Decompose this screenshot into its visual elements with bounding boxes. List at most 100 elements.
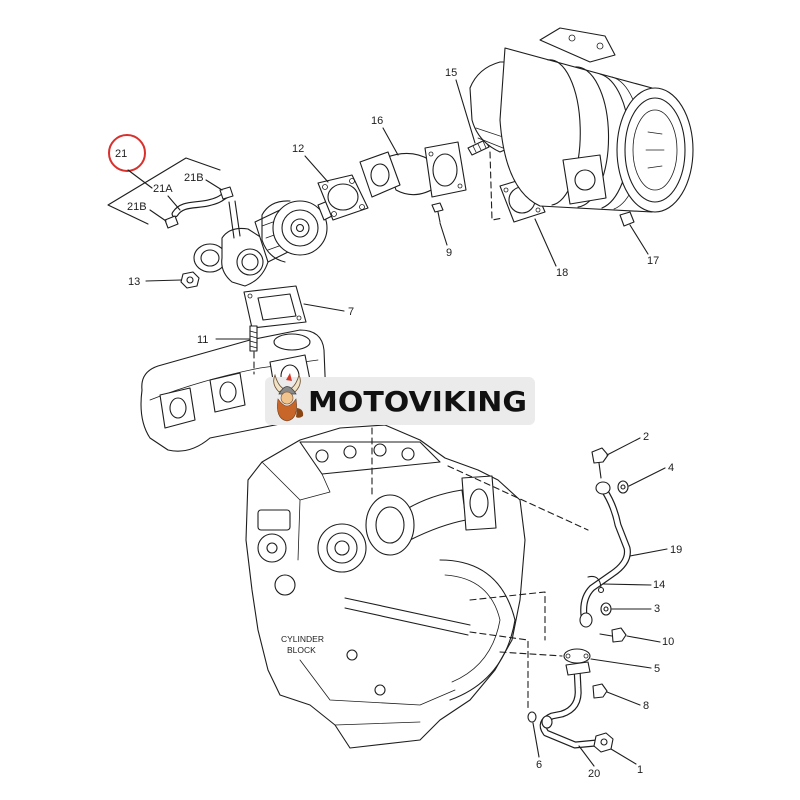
- front-gear-housing: [439, 559, 516, 701]
- callout-9: 9: [439, 222, 452, 259]
- exhaust-canister: [469, 27, 694, 213]
- block-exhaust-flange-bore: [469, 488, 489, 518]
- block-plug: [374, 684, 386, 696]
- callout-21b-upper-leader: [205, 179, 223, 191]
- fitting-1-bore: [600, 738, 608, 746]
- viking-beard-body: [277, 398, 297, 422]
- callout-1-label: 1: [637, 764, 643, 776]
- gasket-12-outline: [317, 174, 369, 221]
- callout-21-label: 21: [115, 148, 127, 160]
- viking-horn-left: [273, 373, 285, 393]
- washer-3-inner: [603, 606, 609, 612]
- watermark-background: [265, 377, 535, 425]
- bolt-8: [592, 683, 608, 699]
- gasket-12-hole: [331, 211, 337, 217]
- canister-side-flange: [562, 154, 607, 205]
- turbine-outlet-bore: [241, 253, 259, 271]
- gasket-12: [317, 174, 369, 221]
- callout-21: 21: [108, 134, 153, 189]
- viking-mascot-icon: [273, 373, 304, 422]
- callout-5-leader: [590, 658, 652, 669]
- canister-end-ring-1: [624, 97, 686, 203]
- callout-7-leader: [303, 303, 345, 312]
- callout-20: 20: [578, 745, 600, 780]
- water-pump-hub: [266, 542, 278, 554]
- callout-11: 11: [197, 334, 250, 346]
- callout-13: 13: [128, 276, 182, 288]
- tube-20-fill: [540, 665, 599, 748]
- rocker-stud: [373, 443, 387, 457]
- callout-18: 18: [534, 218, 568, 279]
- clip-14-shape: [587, 575, 602, 589]
- compressor-nut: [295, 223, 305, 233]
- clip-14: [587, 575, 605, 594]
- bolt-9: [431, 202, 444, 223]
- callout-19: 19: [629, 544, 682, 557]
- callout-7: 7: [303, 303, 354, 318]
- callout-21-leader: [127, 169, 153, 189]
- callout-9-label: 9: [446, 247, 452, 259]
- assembly-guide-lines: [371, 427, 589, 711]
- callout-1: 1: [610, 748, 643, 776]
- bolt-9-shaft: [437, 211, 441, 223]
- gasket-5-hole: [583, 653, 589, 659]
- callout-12-label: 12: [292, 143, 304, 155]
- callout-8-label: 8: [643, 700, 649, 712]
- callout-13-leader: [145, 279, 182, 282]
- fitting-1: [593, 732, 614, 753]
- drain-tube-20: [539, 661, 600, 749]
- viking-shield: [296, 408, 304, 418]
- callout-20-label: 20: [588, 768, 600, 780]
- callout-20-leader: [578, 745, 595, 767]
- callout-17-leader: [629, 224, 649, 255]
- callout-9-leader: [439, 222, 448, 246]
- guide-line-washer: [469, 591, 546, 641]
- callout-16: 16: [371, 115, 399, 156]
- gasket-18-hole: [503, 187, 509, 193]
- callout-16-label: 16: [371, 115, 383, 127]
- callout-16-leader: [382, 127, 399, 156]
- bolt-10: [599, 627, 627, 643]
- engine-block-assembly: CYLINDER BLOCK: [245, 424, 526, 749]
- callout-21-highlight-circle: [108, 134, 146, 172]
- oil-feed-fitting: [228, 200, 241, 239]
- turbine-outlet: [236, 248, 264, 276]
- callout-12-leader: [304, 155, 329, 183]
- front-gear-housing-inner: [444, 574, 501, 683]
- callout-10: 10: [626, 635, 674, 648]
- callout-15: 15: [445, 67, 476, 144]
- block-oil-passage: [344, 597, 471, 636]
- callout-15-label: 15: [445, 67, 457, 79]
- manifold-port-flange-2: [209, 372, 246, 413]
- canister-body: [499, 47, 653, 213]
- callout-10-label: 10: [662, 636, 674, 648]
- water-pump-pulley: [257, 533, 287, 563]
- stud-15-guide-line: [489, 151, 504, 221]
- cylinder-head-top: [299, 441, 441, 475]
- gasket-7-hole: [247, 293, 253, 299]
- callout-15-leader: [455, 79, 476, 144]
- callout-21b-upper: 21B: [184, 172, 223, 191]
- rocker-stud: [343, 445, 357, 459]
- bolt-9-head: [431, 202, 444, 213]
- fitting-1-hex: [593, 732, 614, 753]
- elbow-16-outlet-flange: [424, 141, 467, 198]
- callout-2-leader: [606, 437, 641, 456]
- tube-19-upper-banjo: [595, 481, 611, 495]
- callout-21a: 21A: [153, 183, 181, 211]
- head-contour: [261, 461, 331, 561]
- callout-4-label: 4: [668, 462, 674, 474]
- block-compressor-inlet: [326, 532, 358, 564]
- elbow-16-inlet-flange: [359, 151, 401, 198]
- tube-19-outline: [580, 486, 631, 620]
- gasket-12-hole: [322, 184, 328, 190]
- tube-19-lower-banjo: [579, 612, 593, 628]
- intake-elbow: [257, 509, 291, 531]
- callout-10-leader: [626, 635, 661, 643]
- elbow-16: [359, 141, 467, 198]
- rocker-stud: [315, 449, 329, 463]
- manifold-port-opening-2: [219, 381, 237, 403]
- gasket-7-outline: [243, 285, 307, 329]
- washer-4-inner: [620, 484, 626, 490]
- clamp-21b-lower: [164, 215, 179, 229]
